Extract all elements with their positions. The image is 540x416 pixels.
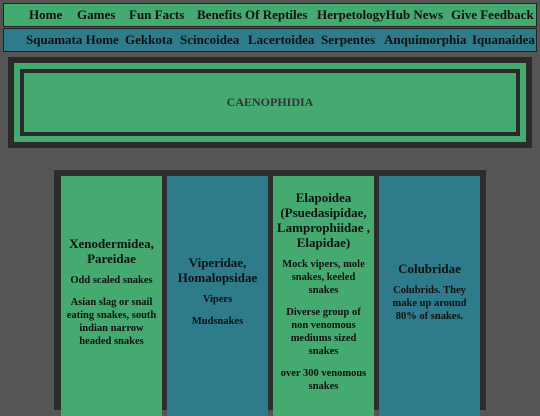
card-text: Colubrids. They make up around 80% of sn…: [392, 284, 467, 322]
banner-panel: CAENOPHIDIA: [14, 63, 526, 142]
nav-give-feedback[interactable]: Give Feedback: [451, 7, 534, 22]
nav-lacertoidea[interactable]: Lacertoidea: [248, 32, 315, 47]
card-title: Elapoidea (Psuedasipidae, Lamprophiidae …: [277, 190, 370, 250]
nav-serpentes[interactable]: Serpentes: [321, 32, 376, 47]
page-title: CAENOPHIDIA: [226, 95, 314, 109]
card-colubridae[interactable]: Colubridae Colubrids. They make up aroun…: [379, 176, 480, 416]
card-text: Mudsnakes: [191, 316, 244, 327]
card-text: Odd scaled snakes: [70, 274, 153, 286]
card-text: Vipers: [202, 294, 233, 305]
banner-frame: CAENOPHIDIA: [20, 69, 520, 136]
nav-home[interactable]: Home: [29, 7, 63, 22]
card-text: Asian slag or snail eating snakes, south…: [66, 296, 157, 347]
secondary-nav: Squamata Home Gekkota Scincoidea Lacerto…: [3, 28, 537, 52]
family-grid: Xenodermidea, Pareidae Odd scaled snakes…: [54, 170, 486, 416]
card-title: Xenodermidea, Pareidae: [69, 235, 154, 266]
card-title: Colubridae: [398, 260, 461, 276]
nav-benefits-of-reptiles[interactable]: Benefits Of Reptiles: [197, 7, 308, 22]
card-text: Mock vipers, mole snakes, keeled snakes: [282, 259, 365, 296]
card-viperidae-homalopsidae[interactable]: Viperidae, Homalopsidae Vipers Mudsnakes: [167, 176, 268, 416]
card-text: Diverse group of non venomous mediums si…: [286, 307, 361, 357]
nav-iquanaidea[interactable]: Iquanaidea: [472, 32, 535, 47]
nav-games[interactable]: Games: [77, 7, 116, 22]
banner: CAENOPHIDIA: [8, 57, 532, 148]
nav-fun-facts[interactable]: Fun Facts: [129, 7, 185, 22]
card-elapoidea[interactable]: Elapoidea (Psuedasipidae, Lamprophiidae …: [273, 176, 374, 416]
nav-scincoidea[interactable]: Scincoidea: [180, 32, 240, 47]
nav-herpetologyhub-news[interactable]: HerpetologyHub News: [317, 7, 444, 22]
nav-gekkota[interactable]: Gekkota: [125, 32, 173, 47]
nav-anquimorphia[interactable]: Anquimorphia: [384, 32, 467, 47]
card-title: Viperidae, Homalopsidae: [177, 255, 258, 285]
card-text: over 300 venomous snakes: [280, 368, 367, 392]
card-xenodermidea-pareidae[interactable]: Xenodermidea, Pareidae Odd scaled snakes…: [61, 176, 162, 416]
nav-squamata-home[interactable]: Squamata Home: [26, 32, 119, 47]
primary-nav: Home Games Fun Facts Benefits Of Reptile…: [3, 3, 537, 27]
